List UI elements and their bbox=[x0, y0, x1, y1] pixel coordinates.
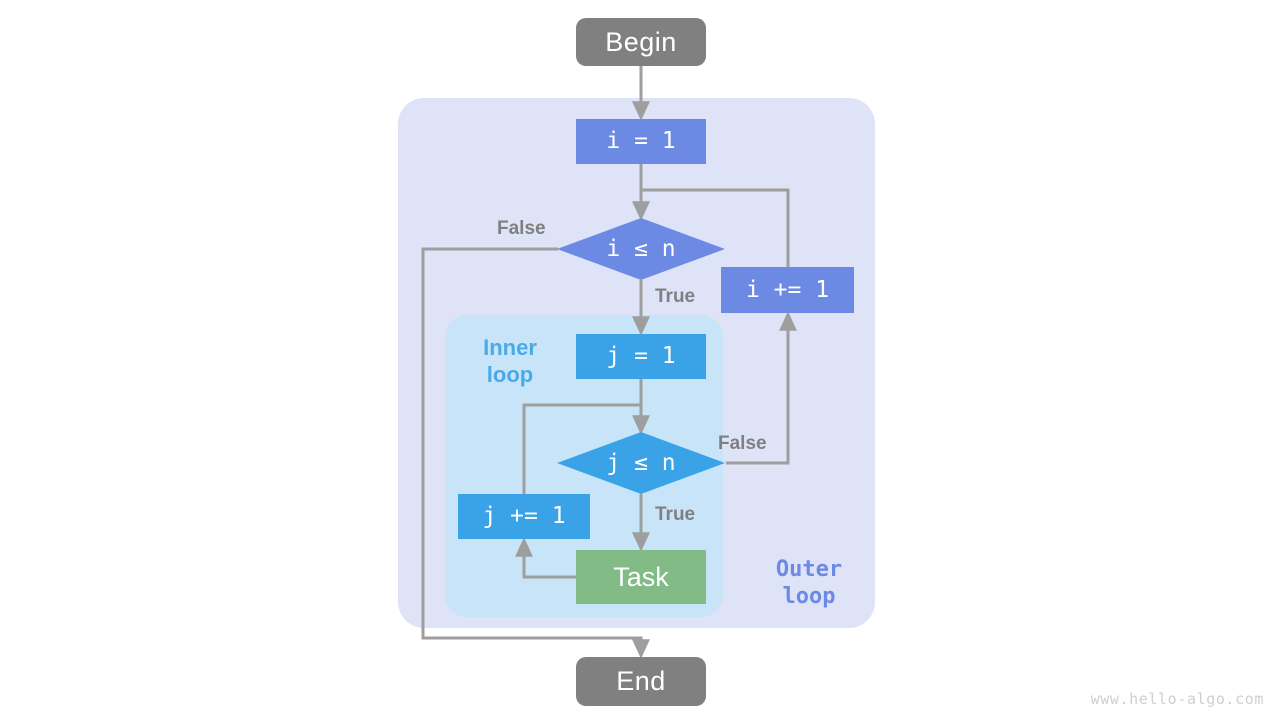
edge-label-i-false: False bbox=[497, 218, 546, 239]
watermark: www.hello-algo.com bbox=[1090, 690, 1264, 708]
node-j-incr[interactable]: j += 1 bbox=[458, 494, 590, 539]
node-task[interactable]: Task bbox=[576, 550, 706, 604]
diamond-shape-i bbox=[557, 218, 725, 280]
inner-loop-label: Inner loop bbox=[483, 335, 537, 387]
edge-trunk-to-i-incr bbox=[641, 188, 790, 267]
node-begin[interactable]: Begin bbox=[576, 18, 706, 66]
edge-label-j-false: False bbox=[718, 433, 767, 454]
diamond-shape-j bbox=[557, 432, 725, 494]
edge-label-i-true: True bbox=[655, 286, 696, 307]
node-j-cond[interactable]: j ≤ n bbox=[557, 432, 725, 494]
edge-i-cond-false-to-end bbox=[421, 247, 650, 659]
node-end[interactable]: End bbox=[576, 657, 706, 706]
node-i-incr[interactable]: i += 1 bbox=[721, 267, 854, 313]
edge-j-cond-false-to-i-incr bbox=[726, 311, 797, 465]
node-i-init[interactable]: i = 1 bbox=[576, 119, 706, 164]
outer-loop-label: Outer loop bbox=[775, 557, 843, 609]
edge-task-to-j-incr bbox=[515, 537, 576, 579]
node-i-cond[interactable]: i ≤ n bbox=[557, 218, 725, 280]
edge-trunk-to-j-incr bbox=[522, 403, 641, 494]
edge-label-j-true: True bbox=[655, 504, 696, 525]
node-j-init[interactable]: j = 1 bbox=[576, 334, 706, 379]
